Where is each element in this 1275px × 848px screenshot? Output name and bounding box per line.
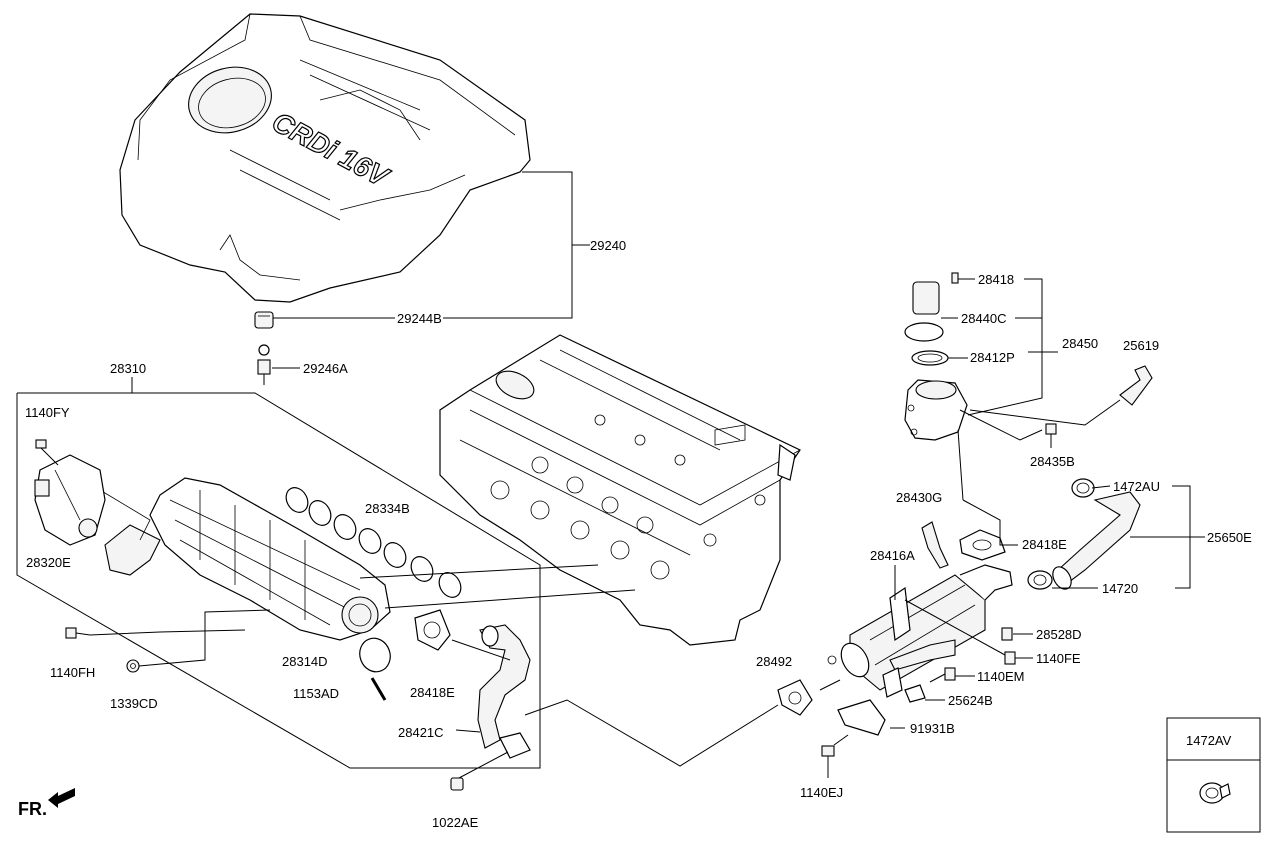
bolt-1140fe — [1004, 651, 1016, 665]
inset-box-1472av — [1166, 717, 1261, 833]
label-28435b: 28435B — [1030, 454, 1075, 469]
label-1472av: 1472AV — [1186, 733, 1232, 748]
bolt-1140fy — [35, 439, 59, 466]
label-1140fe: 1140FE — [1036, 651, 1081, 666]
label-28314d: 28314D — [282, 654, 328, 669]
egr-pipe-28421c — [477, 624, 531, 759]
hose-25650e — [1052, 491, 1141, 590]
bolt-1140ej — [821, 745, 835, 778]
bolt-1140fh — [65, 627, 91, 639]
gasket-28418e-right — [959, 529, 1006, 561]
gasket-28492 — [777, 679, 813, 716]
label-1140em: 1140EM — [977, 669, 1024, 684]
label-25650e: 25650E — [1207, 530, 1252, 545]
bolt-1140em — [929, 667, 956, 683]
hose-25619 — [1119, 365, 1153, 406]
engine-cover: CRDi 16V — [119, 13, 531, 303]
label-28430g: 28430G — [896, 490, 942, 505]
label-28310: 28310 — [110, 361, 146, 376]
nut-1022ae — [450, 777, 464, 791]
label-28492: 28492 — [756, 654, 792, 669]
actuator-28320e — [34, 454, 106, 546]
part-labels: 29240 29244B 29246A 28310 1140FY 28320E … — [25, 238, 1252, 830]
label-28528d: 28528D — [1036, 627, 1082, 642]
gasket-28334b — [285, 487, 462, 598]
egr-cooler — [827, 564, 1013, 736]
label-28421c: 28421C — [398, 725, 444, 740]
front-direction-label: FR. — [18, 799, 47, 819]
label-28412p: 28412P — [970, 350, 1015, 365]
label-1472au: 1472AU — [1113, 479, 1160, 494]
label-1140fy: 1140FY — [25, 405, 70, 420]
label-29244b: 29244B — [397, 311, 442, 326]
clip-25624b — [904, 684, 926, 703]
label-28440c: 28440C — [961, 311, 1007, 326]
label-14720: 14720 — [1102, 581, 1138, 596]
label-28450: 28450 — [1062, 336, 1098, 351]
clamp-1472au — [1071, 478, 1095, 498]
oring-28314d — [359, 637, 391, 673]
label-25619: 25619 — [1123, 338, 1159, 353]
label-29246a: 29246A — [303, 361, 348, 376]
label-28334b: 28334B — [365, 501, 410, 516]
gasket-28418e-left — [414, 609, 451, 651]
label-1153ad: 1153AD — [293, 686, 339, 701]
nut-1339cd — [126, 659, 140, 673]
label-28418e-left: 28418E — [410, 685, 455, 700]
front-direction-arrow: FR. — [18, 788, 75, 819]
label-28418: 28418 — [978, 272, 1014, 287]
label-29240: 29240 — [590, 238, 626, 253]
bolt-28435b — [1045, 423, 1057, 448]
label-28418e-right: 28418E — [1022, 537, 1067, 552]
label-28320e: 28320E — [26, 555, 71, 570]
label-28416a: 28416A — [870, 548, 915, 563]
label-1140fh: 1140FH — [50, 665, 95, 680]
stud-29246a — [257, 344, 271, 385]
cylinder-head — [439, 334, 801, 646]
hose-28430g — [921, 521, 949, 569]
intake-manifold — [99, 477, 391, 641]
label-91931b: 91931B — [910, 721, 955, 736]
bolt-28528d — [1001, 627, 1013, 641]
label-1022ae: 1022AE — [432, 815, 479, 830]
stud-1153ad — [370, 677, 387, 701]
grommet-29244b — [254, 311, 274, 329]
egr-valve-group — [904, 272, 968, 441]
label-25624b: 25624B — [948, 693, 993, 708]
label-1140ej: 1140EJ — [800, 785, 843, 800]
label-1339cd: 1339CD — [110, 696, 158, 711]
clamp-14720 — [1027, 570, 1053, 590]
